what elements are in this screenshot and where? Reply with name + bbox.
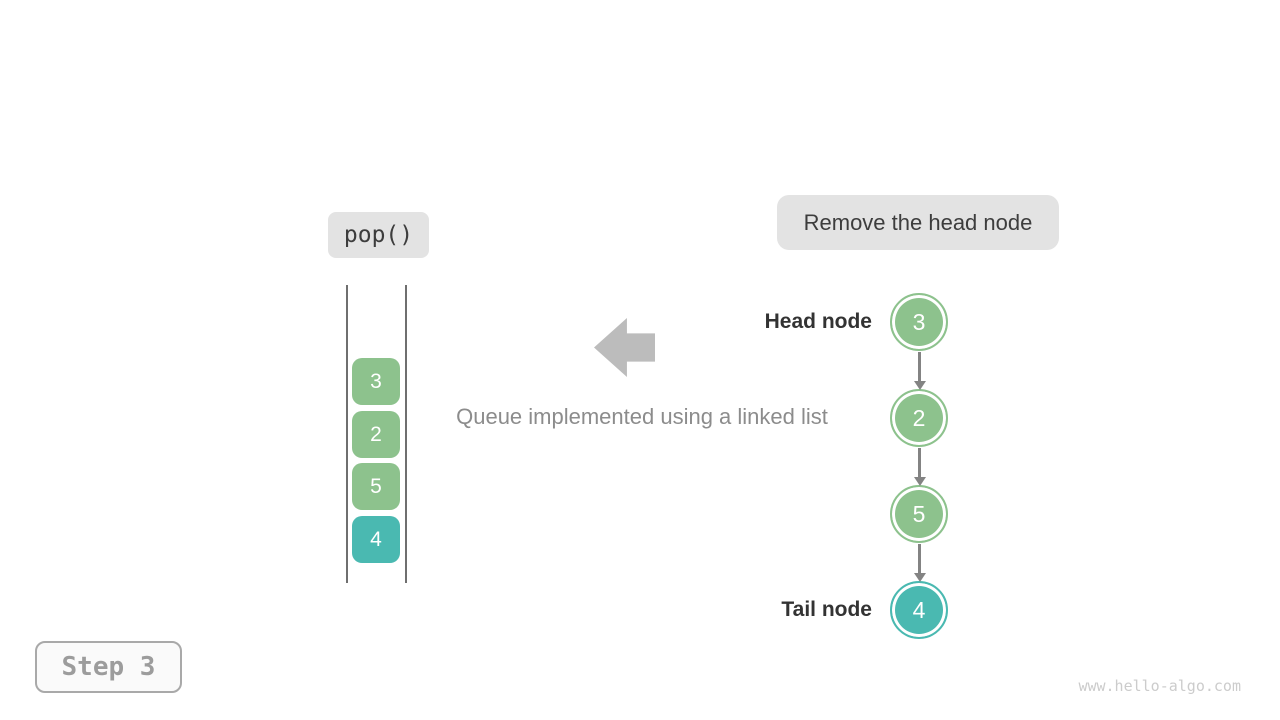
- arrow-down-icon: [913, 544, 926, 582]
- annotation-remove-head: Remove the head node: [777, 195, 1059, 250]
- linked-list-node-tail: 4: [890, 581, 948, 639]
- step-badge: Step 3: [35, 641, 182, 693]
- tail-node-label: Tail node: [781, 598, 872, 621]
- linked-list-node: 2: [890, 389, 948, 447]
- arrow-down-icon: [913, 352, 926, 390]
- queue-cell: 3: [352, 358, 400, 405]
- queue-cell: 4: [352, 516, 400, 563]
- pop-operation-label: pop(): [328, 212, 429, 258]
- queue-array-container: 3 2 5 4: [346, 285, 407, 583]
- head-node-label: Head node: [764, 310, 872, 333]
- linked-list-node-head: 3: [890, 293, 948, 351]
- queue-cell: 2: [352, 411, 400, 458]
- linked-list-node: 5: [890, 485, 948, 543]
- queue-cell: 5: [352, 463, 400, 510]
- left-arrow-icon: [594, 318, 655, 377]
- watermark-url: www.hello-algo.com: [1078, 677, 1241, 695]
- diagram-caption: Queue implemented using a linked list: [456, 404, 828, 429]
- arrow-down-icon: [913, 448, 926, 486]
